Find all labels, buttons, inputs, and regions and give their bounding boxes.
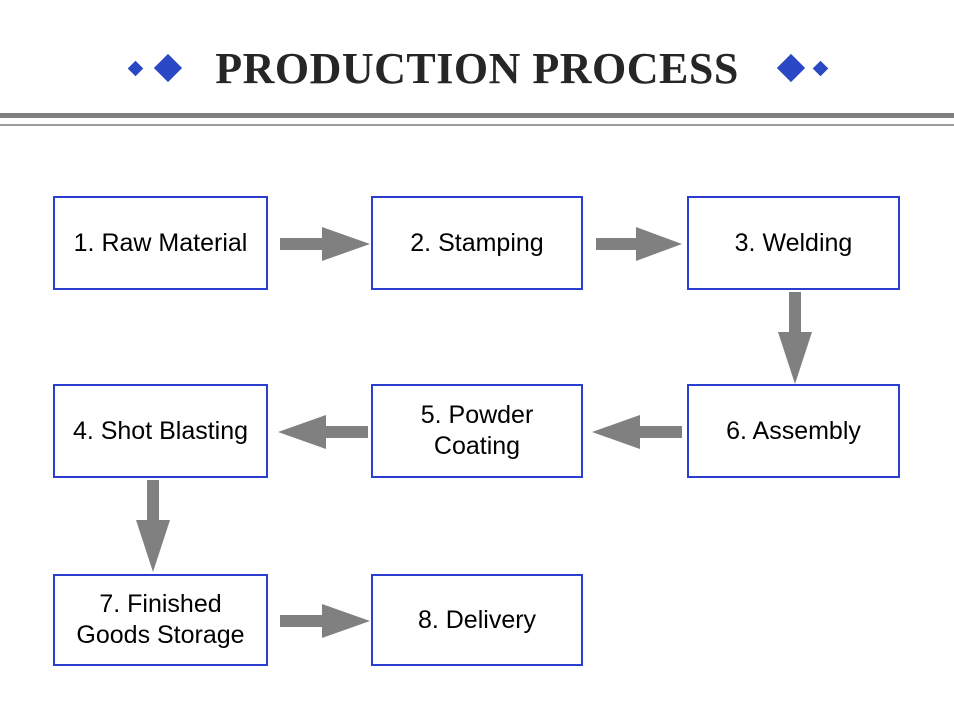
flow-step-8-label: 8. Delivery: [417, 605, 537, 634]
flow-step-6-label: 6. Assembly: [726, 416, 861, 445]
arrow-step-5-to-4: [278, 415, 368, 449]
flow-step-8-box[interactable]: 8. Delivery: [371, 574, 583, 666]
flow-step-7-label-line2: Goods Storage: [76, 621, 245, 649]
slide-title-bar: PRODUCTION PROCESS: [0, 34, 954, 106]
page-title: PRODUCTION PROCESS: [215, 44, 739, 93]
arrow-step-6-to-5: [592, 415, 682, 449]
flow-step-6-box[interactable]: 6. Assembly: [687, 384, 900, 478]
arrow-step-7-to-8: [280, 604, 370, 638]
flow-step-3-box[interactable]: 3. Welding: [687, 196, 900, 290]
title-divider-thick: [0, 113, 954, 118]
flow-step-5-box[interactable]: 5. Powder Coating: [371, 384, 583, 478]
flow-step-7-label-line1: 7. Finished: [99, 590, 222, 618]
arrow-step-1-to-2: [280, 227, 370, 261]
title-divider-thin: [0, 124, 954, 126]
flow-step-2-box[interactable]: 2. Stamping: [371, 196, 583, 290]
flow-step-2-label: 2. Stamping: [410, 228, 544, 257]
flow-step-5-label: 5. Powder Coating: [421, 400, 534, 462]
flow-step-3-label: 3. Welding: [734, 228, 853, 257]
flow-step-4-label: 4. Shot Blasting: [72, 416, 249, 445]
arrow-step-4-to-7: [136, 480, 170, 572]
flow-step-5-label-line1: 5. Powder: [420, 401, 534, 429]
flow-step-4-box[interactable]: 4. Shot Blasting: [53, 384, 268, 478]
arrow-step-2-to-3: [596, 227, 682, 261]
flow-step-1-label: 1. Raw Material: [73, 228, 248, 257]
flow-step-7-box[interactable]: 7. Finished Goods Storage: [53, 574, 268, 666]
flow-step-5-label-line2: Coating: [433, 432, 521, 460]
flow-step-7-label: 7. Finished Goods Storage: [76, 589, 244, 651]
arrow-step-3-to-6: [778, 292, 812, 384]
flow-step-1-box[interactable]: 1. Raw Material: [53, 196, 268, 290]
